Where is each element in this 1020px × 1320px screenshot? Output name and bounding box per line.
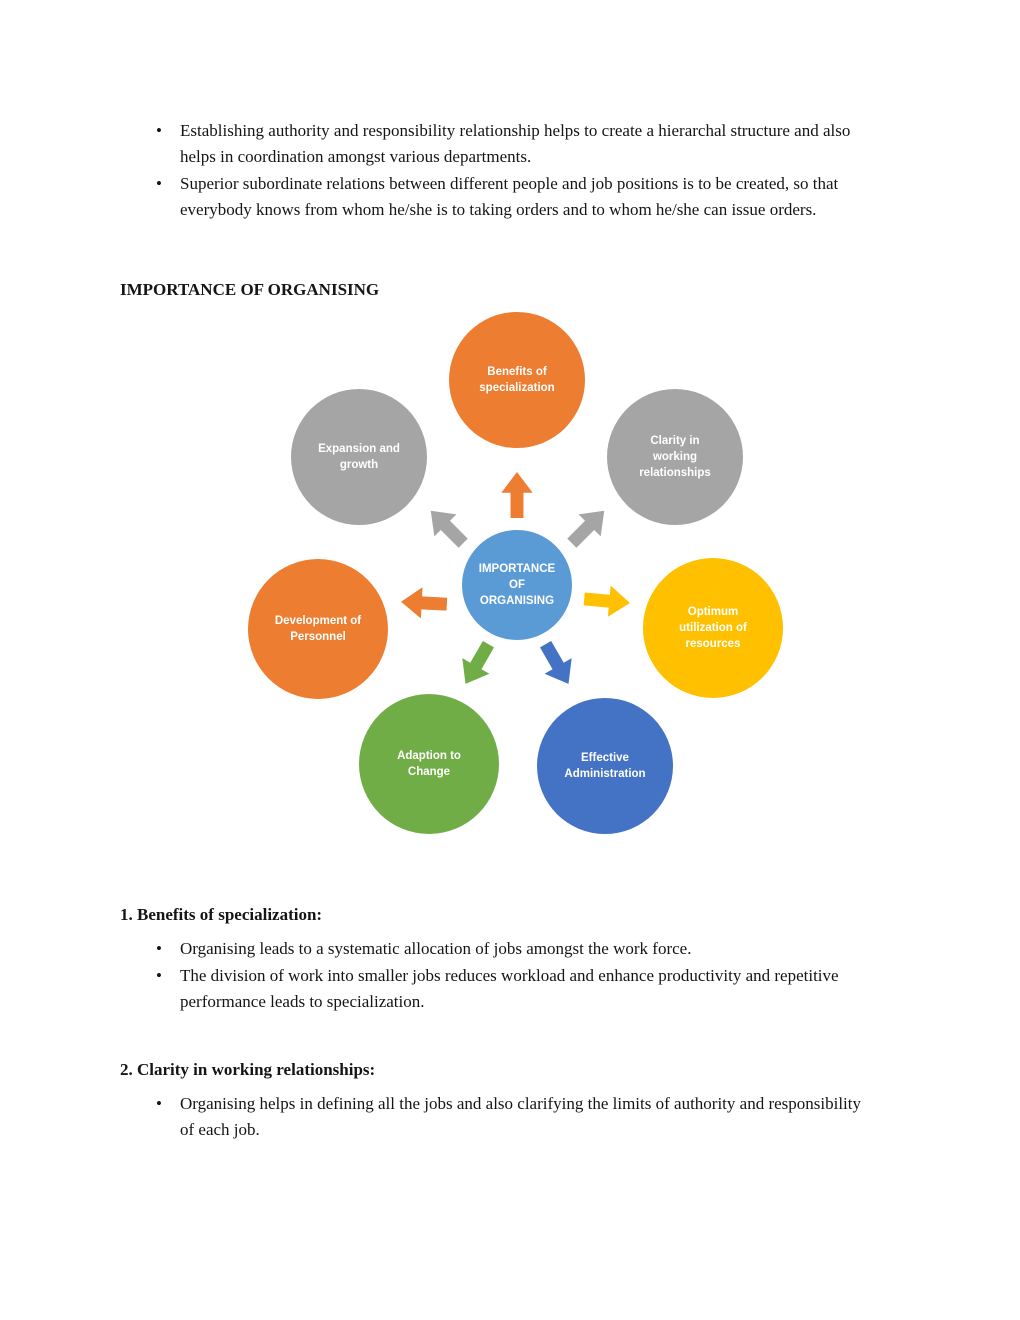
bullet-text: Establishing authority and responsibilit… <box>180 121 851 166</box>
section-bullet-list: Organising leads to a systematic allocat… <box>120 936 900 1015</box>
list-item: Establishing authority and responsibilit… <box>150 118 870 170</box>
diagram-node-label: Expansion and growth <box>318 442 400 471</box>
list-item: Organising leads to a systematic allocat… <box>150 936 870 962</box>
page-title: IMPORTANCE OF ORGANISING <box>120 280 380 299</box>
section-bullet-list: Organising helps in defining all the job… <box>120 1091 900 1143</box>
bullet-text: Superior subordinate relations between d… <box>180 174 839 219</box>
diagram-node-benefits-of-specialization: Benefits of specialization <box>449 312 585 448</box>
arrow-up-icon <box>500 472 534 518</box>
diagram-node-optimum-utilization-of-resources: Optimum utilization of resources <box>643 558 783 698</box>
bullet-text: The division of work into smaller jobs r… <box>180 966 839 1011</box>
bullet-text: Organising helps in defining all the job… <box>180 1094 861 1139</box>
diagram-node-label: Effective Administration <box>564 751 646 780</box>
diagram-node-development-of-personnel: Development of Personnel <box>248 559 388 699</box>
diagram-node-label: Benefits of specialization <box>479 365 555 394</box>
diagram-node-adaption-to-change: Adaption to Change <box>359 694 499 834</box>
arrow-down-left-icon <box>451 636 503 693</box>
diagram-node-label: Clarity in working relationships <box>639 434 711 480</box>
section-title-benefits-of-specialization: 1. Benefits of specialization: <box>120 905 323 924</box>
list-item: The division of work into smaller jobs r… <box>150 963 870 1015</box>
diagram-node-clarity-in-working-relationships: Clarity in working relationships <box>607 389 743 525</box>
list-item: Organising helps in defining all the job… <box>150 1091 870 1143</box>
arrow-up-left-icon <box>419 499 476 556</box>
arrow-up-right-icon <box>560 499 617 556</box>
diagram-node-effective-administration: Effective Administration <box>537 698 673 834</box>
diagram-node-expansion-and-growth: Expansion and growth <box>291 389 427 525</box>
arrow-left-icon <box>400 585 448 621</box>
bullet-text: Organising leads to a systematic allocat… <box>180 939 692 958</box>
arrow-right-icon <box>583 582 632 620</box>
top-bullet-list: Establishing authority and responsibilit… <box>120 118 900 223</box>
diagram-center-node: IMPORTANCE OF ORGANISING <box>462 530 572 640</box>
section-title-clarity-in-working-relationships: 2. Clarity in working relationships: <box>120 1060 376 1079</box>
diagram-node-label: Optimum utilization of resources <box>679 605 747 651</box>
arrow-down-right-icon <box>531 636 583 693</box>
diagram-node-label: Development of Personnel <box>274 614 362 643</box>
list-item: Superior subordinate relations between d… <box>150 171 870 223</box>
diagram-node-label: Adaption to Change <box>397 749 461 778</box>
diagram-center-label: IMPORTANCE OF ORGANISING <box>478 562 556 608</box>
importance-of-organising-diagram: Benefits of specialization Clarity in wo… <box>0 310 1020 850</box>
